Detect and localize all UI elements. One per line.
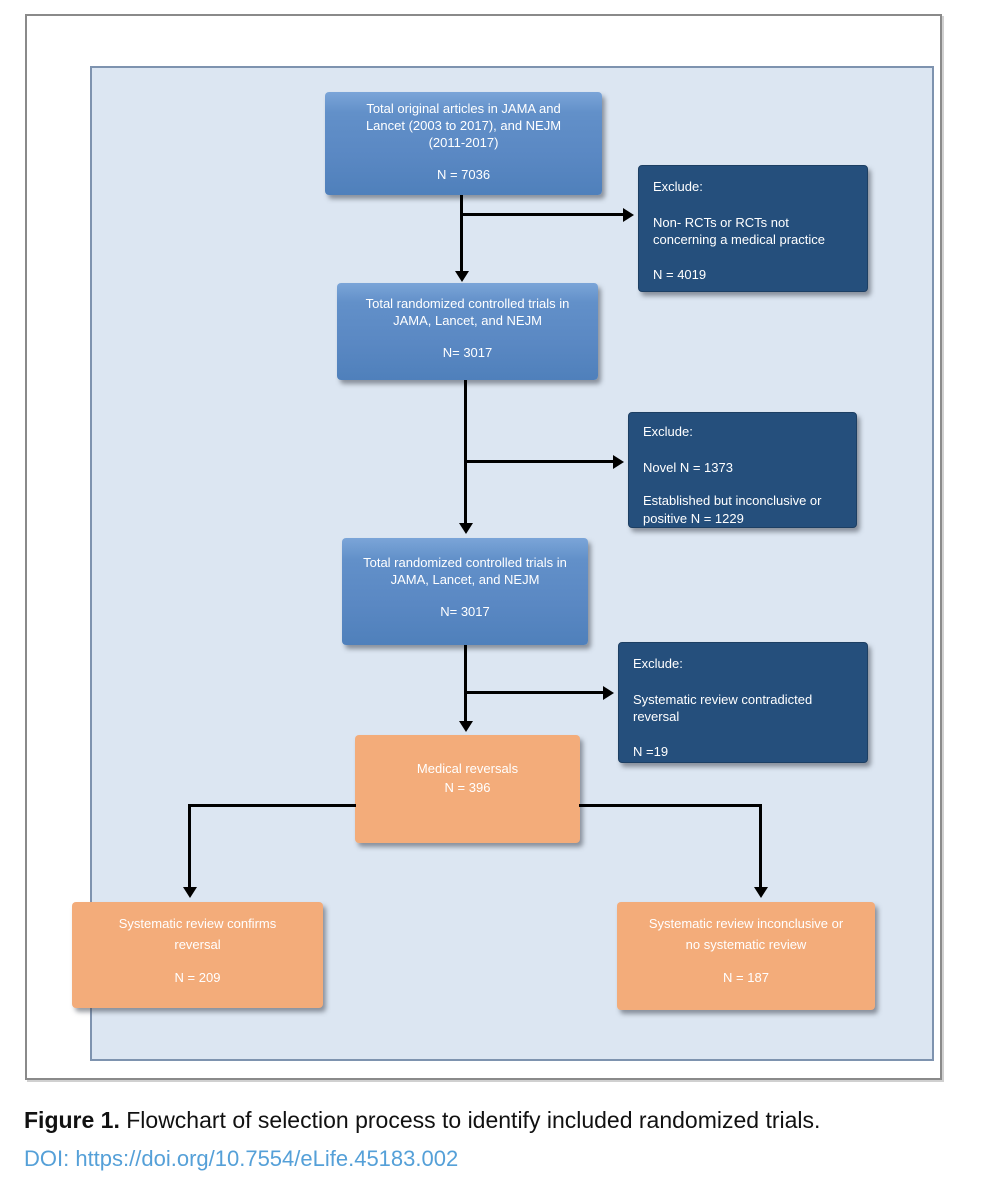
node-title-line: Systematic review confirms — [118, 916, 277, 931]
branch-exclude-contradicted-head — [603, 686, 614, 700]
arrow-rcts-to-rcts-head — [459, 523, 473, 534]
exclude-heading: Exclude: — [643, 424, 693, 439]
node-exclude-contradicted: Exclude: Systematic review contradicted … — [618, 642, 868, 763]
arrow-rcts-to-rcts-line — [464, 380, 467, 524]
branch-confirms-head — [183, 887, 197, 898]
exclude-heading: Exclude: — [633, 656, 683, 671]
node-count: N = 4019 — [653, 266, 707, 282]
node-count: N =19 — [633, 743, 669, 759]
node-exclude-novel-established: Exclude: Novel N = 1373 Established but … — [628, 412, 857, 528]
node-count: N = 396 — [444, 779, 491, 795]
branch-exclude-non-rcts-line — [462, 213, 624, 216]
exclude-body-line: reversal — [633, 709, 680, 725]
exclude-body: Systematic review contradicted reversal — [633, 691, 853, 726]
exclude-body-line: Non- RCTs or RCTs not — [653, 214, 789, 230]
node-count: N= 3017 — [440, 603, 490, 619]
node-title-line: Systematic review inconclusive or — [648, 916, 844, 931]
node-total-rcts-second: Total randomized controlled trials in JA… — [342, 538, 588, 645]
node-title-line: reversal — [174, 937, 221, 953]
branch-exclude-non-rcts-head — [623, 208, 634, 222]
node-count: N = 187 — [723, 970, 769, 986]
exclude-body-line: Established but inconclusive or — [643, 493, 822, 509]
arrow-articles-to-rcts-head — [455, 271, 469, 282]
branch-inconclusive-head — [754, 887, 768, 898]
arrow-rcts-to-reversals-line — [464, 645, 467, 722]
node-review-inconclusive: Systematic review inconclusive or no sys… — [617, 902, 875, 1010]
node-title-line: JAMA, Lancet, and NEJM — [393, 312, 542, 328]
node-total-rcts-first: Total randomized controlled trials in JA… — [337, 283, 598, 380]
exclude-body-line: concerning a medical practice — [653, 232, 825, 248]
node-title-line: Total original articles in JAMA and — [366, 101, 561, 116]
branch-confirms-vline — [188, 804, 191, 888]
node-medical-reversals: Medical reversals N = 396 — [355, 735, 580, 843]
node-count: N = 7036 — [436, 166, 491, 182]
caption-text: Flowchart of selection process to identi… — [119, 1107, 821, 1133]
node-title-line: JAMA, Lancet, and NEJM — [390, 571, 540, 587]
exclude-body: Non- RCTs or RCTs not concerning a medic… — [653, 214, 853, 249]
branch-inconclusive-hline — [579, 804, 761, 807]
exclude-body-novel: Novel N = 1373 — [643, 459, 733, 475]
node-review-confirms: Systematic review confirms reversal N = … — [72, 902, 323, 1008]
exclude-body-line: Systematic review contradicted — [633, 691, 813, 707]
node-total-articles: Total original articles in JAMA and Lanc… — [325, 92, 602, 195]
caption-label: Figure 1. — [24, 1107, 120, 1133]
node-title-line: Lancet (2003 to 2017), and NEJM — [365, 117, 562, 133]
node-exclude-non-rcts: Exclude: Non- RCTs or RCTs not concernin… — [638, 165, 868, 292]
branch-confirms-hline — [188, 804, 356, 807]
doi-link[interactable]: DOI: https://doi.org/10.7554/eLife.45183… — [24, 1146, 459, 1171]
exclude-body-established: Established but inconclusive or positive… — [643, 492, 842, 527]
node-title-line: Medical reversals — [416, 761, 519, 776]
node-count: N= 3017 — [442, 344, 493, 360]
branch-exclude-novel-line — [466, 460, 614, 463]
node-title-line: Total randomized controlled trials in — [363, 555, 567, 570]
branch-inconclusive-vline — [759, 804, 762, 888]
branch-exclude-contradicted-line — [466, 691, 604, 694]
node-title-line: (2011-2017) — [428, 134, 499, 150]
node-count: N = 209 — [174, 970, 221, 986]
exclude-heading: Exclude: — [653, 179, 703, 194]
arrow-articles-to-rcts-line — [460, 195, 463, 272]
figure-caption: Figure 1. Flowchart of selection process… — [24, 1106, 964, 1136]
node-title-line: Total randomized controlled trials in — [365, 296, 570, 311]
arrow-rcts-to-reversals-head — [459, 721, 473, 732]
node-title-line: no systematic review — [685, 937, 807, 953]
branch-exclude-novel-head — [613, 455, 624, 469]
exclude-body-line: positive N = 1229 — [643, 510, 744, 526]
